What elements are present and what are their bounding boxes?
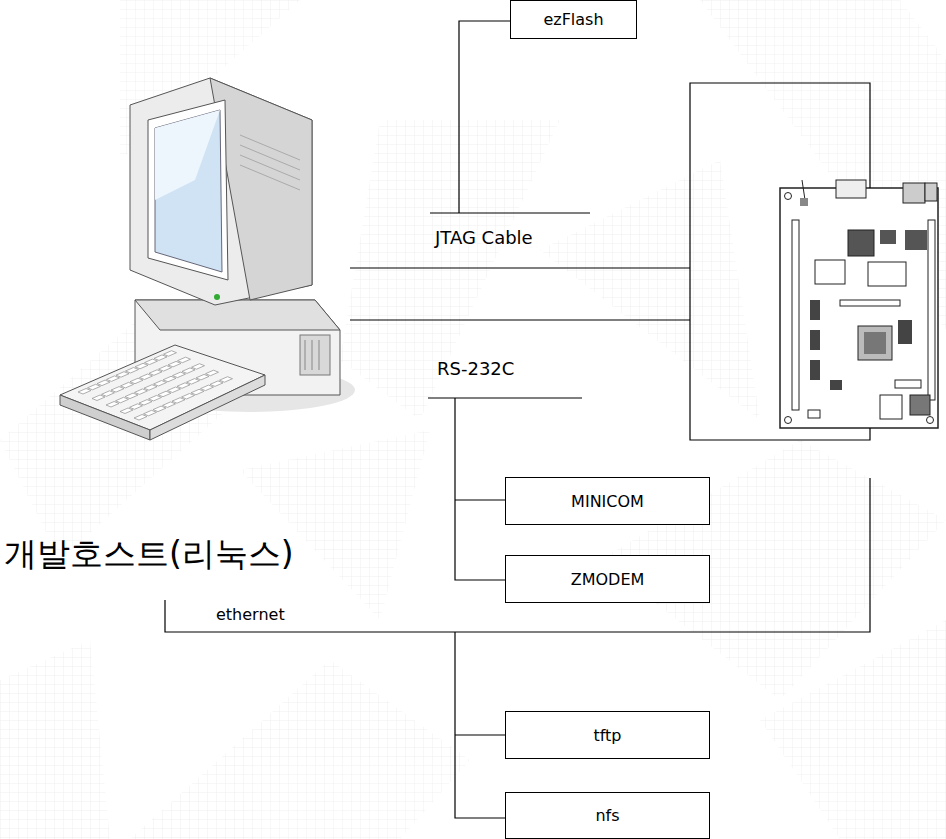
box-text: nfs xyxy=(595,806,619,825)
cable-wires xyxy=(165,21,870,818)
cable-label: JTAG Cable xyxy=(435,227,533,248)
cable-label: RS-232C xyxy=(437,358,514,379)
process-box: ZMODEM xyxy=(505,555,710,603)
computer-illustration xyxy=(60,78,355,440)
box-text: ezFlash xyxy=(543,10,603,29)
process-box: MINICOM xyxy=(505,477,710,525)
process-box: tftp xyxy=(505,711,710,759)
host-label: 개발호스트(리눅스) xyxy=(4,532,294,577)
board-illustration xyxy=(780,180,938,428)
box-text: ZMODEM xyxy=(571,570,645,589)
process-box: nfs xyxy=(505,792,710,839)
box-text: MINICOM xyxy=(571,492,644,511)
cable-label: ethernet xyxy=(216,605,285,624)
process-box: ezFlash xyxy=(510,0,637,39)
box-text: tftp xyxy=(593,726,621,745)
